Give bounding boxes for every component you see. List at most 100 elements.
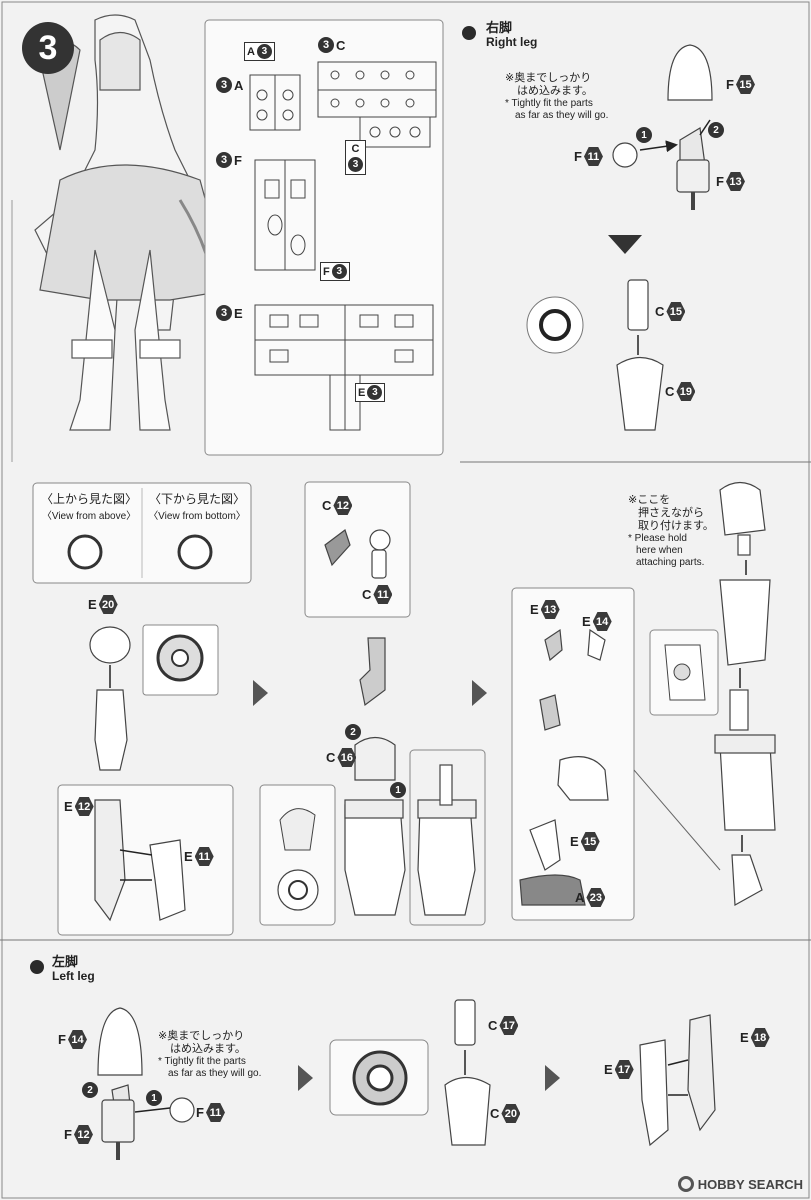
runner-num: 3: [318, 37, 334, 53]
part-letter: C: [326, 750, 336, 765]
header-en: Left leg: [52, 969, 95, 983]
runner-num: 3: [331, 264, 347, 279]
runner-letter: C: [336, 37, 346, 53]
part-num: 12: [73, 1125, 93, 1144]
runner-letter: F: [323, 265, 330, 278]
hold-note: ※ここを 押さえながら 取り付けます。 * Please hold here w…: [628, 494, 714, 569]
runner-num: 3: [256, 44, 272, 59]
part-letter: E: [184, 849, 193, 864]
note-jp: 取り付けます。: [638, 520, 714, 532]
part-num: 20: [98, 595, 118, 614]
note-en: attaching parts.: [636, 557, 705, 568]
runner-num: 3: [348, 157, 363, 172]
part-letter: E: [582, 614, 591, 629]
part-num: 17: [614, 1060, 634, 1079]
view-from-above-label: 〈上から見た図〉 〈View from above〉: [36, 490, 142, 522]
runner-box-e: E 3: [355, 383, 386, 402]
note-jp: ※奥までしっかり: [505, 72, 592, 84]
part-f15-shape: [667, 44, 713, 101]
part-num: 14: [592, 612, 612, 631]
part-letter: C: [488, 1018, 498, 1033]
runner-label-e: 3 E: [216, 305, 243, 321]
note-jp: はめ込みます。: [517, 85, 593, 97]
runner-num: 3: [216, 152, 232, 168]
part-num: 19: [676, 382, 696, 401]
watermark-text: HOBBY SEARCH: [697, 1176, 803, 1192]
part-num: 11: [194, 847, 214, 866]
view-from-bottom-label: 〈下から見た図〉 〈View from bottom〉: [144, 490, 250, 522]
part-f11-ball: [612, 142, 638, 168]
note-en: here when: [636, 545, 683, 556]
part-letter: F: [726, 77, 734, 92]
note-en: as far as they will go.: [168, 1068, 262, 1079]
runner-num: 3: [216, 77, 232, 93]
part-num: 15: [666, 302, 686, 321]
part-letter: E: [88, 597, 97, 612]
runner-letter: E: [234, 305, 243, 321]
runner-letter: C: [351, 143, 360, 155]
note-jp: ※ここを: [628, 494, 671, 506]
part-letter: F: [574, 149, 582, 164]
figure-illustration: [34, 14, 231, 431]
part-num: 15: [735, 75, 755, 94]
note-en: * Please hold: [628, 533, 687, 544]
part-num: 13: [540, 600, 560, 619]
left-leg-header: 左脚 Left leg: [52, 954, 95, 983]
runner-letter: A: [234, 77, 244, 93]
part-letter: F: [64, 1127, 72, 1142]
view-jp: 〈下から見た図〉: [148, 492, 245, 506]
part-letter: E: [604, 1062, 613, 1077]
runner-label-a: 3 A: [216, 77, 243, 93]
part-letter: C: [362, 587, 372, 602]
right-leg-header: 右脚 Right leg: [486, 20, 537, 49]
order-step-2b: 2: [345, 724, 361, 740]
part-num: 11: [373, 585, 393, 604]
bullet-icon: [462, 26, 476, 40]
order-step-1: 1: [636, 127, 652, 143]
runner-letter: E: [358, 386, 366, 399]
runner-letter: A: [247, 45, 255, 58]
part-num: 12: [333, 496, 353, 515]
part-letter: E: [740, 1030, 749, 1045]
note-jp: はめ込みます。: [170, 1043, 246, 1055]
header-en: Right leg: [486, 35, 538, 49]
hobby-search-watermark: HOBBY SEARCH: [677, 1176, 803, 1192]
part-num: 16: [337, 748, 357, 767]
note-jp: ※奥までしっかり: [158, 1030, 245, 1042]
order-step-2: 2: [708, 122, 724, 138]
order-step-2c: 2: [82, 1082, 98, 1098]
runner-num: 3: [367, 385, 383, 400]
runner-label-f: 3 F: [216, 152, 242, 168]
runner-box-a: A 3: [244, 42, 275, 61]
part-num: 18: [750, 1028, 770, 1047]
part-num: 15: [580, 832, 600, 851]
header-jp: 右脚: [486, 20, 513, 35]
part-num: 17: [499, 1016, 519, 1035]
part-num: 12: [74, 797, 94, 816]
part-num: 13: [725, 172, 745, 191]
runner-box-f: F 3: [320, 262, 350, 281]
part-letter: C: [490, 1106, 500, 1121]
view-jp: 〈上から見た図〉: [40, 492, 137, 506]
runner-diagram-box: [204, 19, 444, 456]
arrow-right: [253, 680, 268, 706]
part-num: 11: [205, 1103, 225, 1122]
part-letter: E: [530, 602, 539, 617]
part-letter: E: [570, 834, 579, 849]
part-letter: C: [322, 498, 332, 513]
